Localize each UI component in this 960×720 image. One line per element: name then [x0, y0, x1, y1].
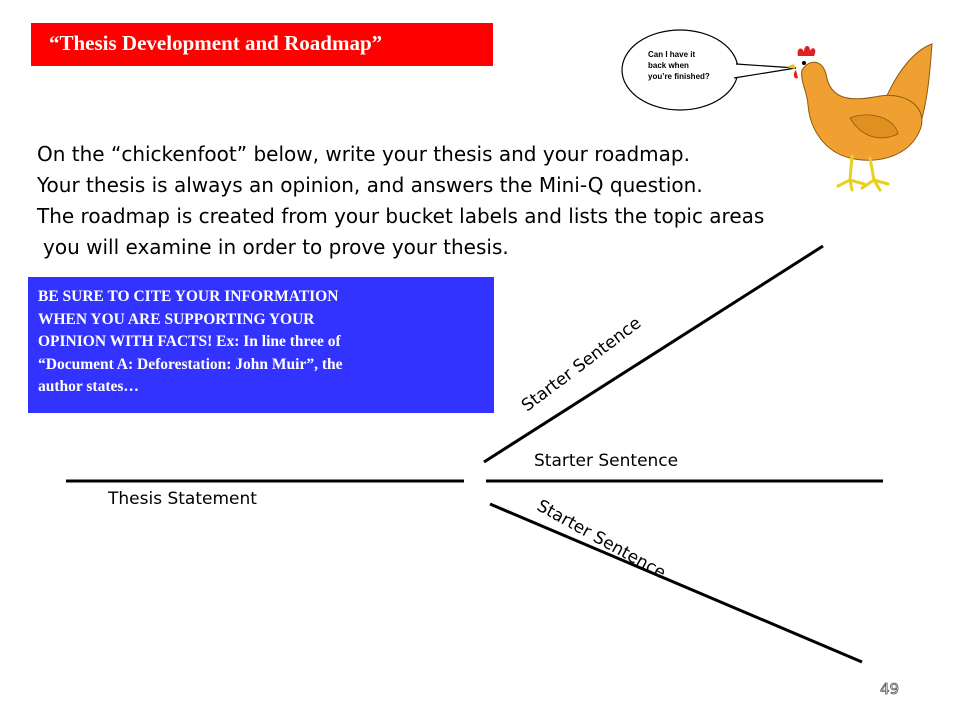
instruction-line: The roadmap is created from your bucket … — [37, 204, 765, 228]
citation-line: BE SURE TO CITE YOUR INFORMATION — [38, 288, 339, 305]
instruction-line: you will examine in order to prove your … — [43, 235, 509, 259]
speech-bubble-line: back when — [648, 61, 689, 70]
page-number: 49 — [880, 680, 900, 699]
starter-sentence-middle-label: Starter Sentence — [534, 451, 679, 471]
speech-bubble — [621, 29, 797, 111]
instructions-text: On the “chickenfoot” below, write your t… — [37, 139, 917, 263]
slide-title: “Thesis Development and Roadmap” — [31, 23, 493, 66]
speech-bubble-line: you’re finished? — [648, 72, 710, 81]
chicken-illustration — [786, 43, 933, 192]
citation-line: WHEN YOU ARE SUPPORTING YOUR — [38, 310, 315, 328]
thesis-statement-label: Thesis Statement — [108, 489, 257, 509]
starter-line-lower — [489, 502, 863, 664]
citation-line: author states… — [38, 378, 139, 395]
citation-line: OPINION WITH FACTS! Ex: In line three of — [38, 333, 341, 350]
instruction-line: On the “chickenfoot” below, write your t… — [37, 142, 690, 166]
instruction-line: Your thesis is always an opinion, and an… — [37, 173, 703, 197]
citation-line: “Document A: Deforestation: John Muir”, … — [38, 355, 343, 373]
citation-reminder-box: BE SURE TO CITE YOUR INFORMATION WHEN YO… — [28, 277, 494, 413]
starter-line-upper — [483, 244, 824, 464]
speech-bubble-text: Can I have it back when you’re finished? — [648, 49, 748, 82]
speech-bubble-line: Can I have it — [648, 50, 696, 59]
